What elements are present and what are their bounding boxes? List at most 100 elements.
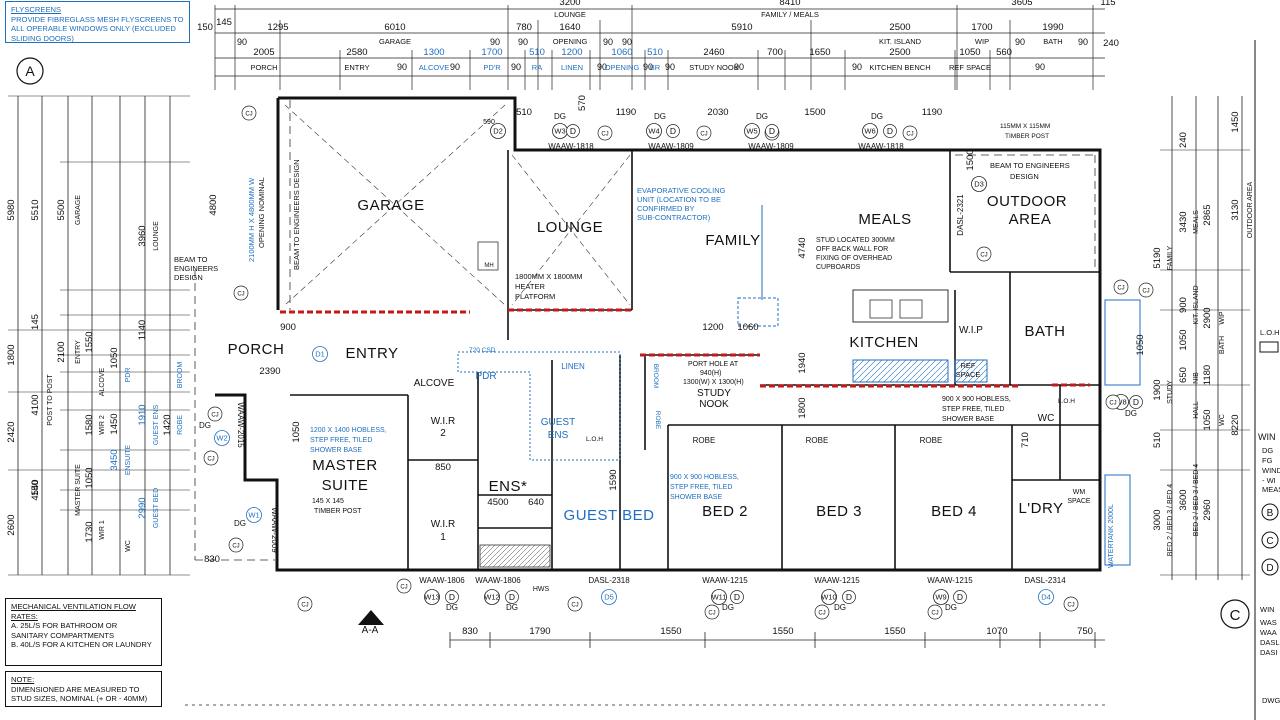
control-joint-circle: [696, 125, 712, 141]
stud-90-label: 90: [490, 37, 500, 47]
stud-90-label: 90: [397, 62, 407, 72]
room-nook: NOOK: [699, 399, 729, 410]
right-dimension-text: 1450 240 3430 2865 3130 5190 900 1050 29…: [1152, 111, 1241, 530]
left-label-master: MASTER SUITE: [75, 464, 82, 516]
top-dimension-text: 3200 8410 3605 145 1295 6010 780 1640 59…: [216, 0, 1064, 72]
tag-w4-circle: [646, 123, 662, 139]
door-type-circle: [505, 590, 519, 604]
door-type-circle: [445, 590, 459, 604]
left-label-wir2: WIR 2: [99, 415, 106, 435]
dim-label-br: BR: [650, 63, 661, 72]
tag-w9: W9: [935, 593, 946, 602]
control-joint-label: CJ: [301, 603, 308, 609]
glazing-dg-label: DG: [834, 603, 846, 612]
shower-bath-2: STEP FREE, TILED: [942, 406, 1004, 413]
room-wc: WC: [1038, 413, 1055, 424]
dim-830-left: 830: [204, 554, 220, 565]
stud-90-label: 90: [511, 62, 521, 72]
door-type-circle: [666, 124, 680, 138]
right-label-wc: WC: [1219, 414, 1226, 426]
window-dasl2314: DASL-2314: [1024, 576, 1066, 585]
dim-780: 780: [516, 22, 532, 33]
stud-90-label: 90: [852, 62, 862, 72]
dim-right-8220: 8220: [1230, 414, 1241, 435]
control-joint-label: CJ: [211, 413, 218, 419]
room-bed4: BED 4: [931, 503, 977, 520]
stud-90-label: 90: [665, 62, 675, 72]
dim-4800: 4800: [208, 194, 219, 215]
control-joint-circle: [1138, 282, 1154, 298]
dim-2580: 2580: [346, 47, 367, 58]
shower-master-1: 1200 X 1400 HOBLESS,: [310, 427, 387, 434]
dim-1800-left: 1800: [6, 344, 17, 365]
dim-1910: 1910: [137, 404, 148, 425]
left-dimension-labels: GARAGE LOUNGE POST TO POST ENTRY WIR 2 M…: [47, 195, 184, 552]
room-wip: W.I.P: [959, 325, 983, 336]
dim-510-b: 510: [647, 47, 663, 58]
tag-d1-circle: [312, 346, 328, 362]
dim-570: 570: [577, 95, 588, 111]
dim-bottom-1790: 1790: [529, 626, 550, 637]
control-joint-circle: [567, 596, 583, 612]
ventilation-b: B. 40L/S FOR A KITCHEN OR LAUNDRY: [11, 640, 152, 649]
dim-label-ref-space: REF SPACE: [949, 63, 991, 72]
dim-2500-b: 2500: [889, 47, 910, 58]
tag-w12: W12: [484, 593, 499, 602]
dim-right-3430: 3430: [1178, 211, 1189, 232]
right-label-study: STUDY: [1167, 380, 1174, 404]
dim-1200: 1200: [561, 47, 582, 58]
section-a-label: A: [25, 63, 35, 79]
door-type-label: D: [887, 126, 893, 136]
water-tank-note: WATERTANK 2000L: [1108, 504, 1115, 568]
dim-bottom-1550-a: 1550: [660, 626, 681, 637]
room-guest-ens-2: ENS: [548, 430, 569, 441]
manhole-label: MH: [484, 263, 493, 269]
left-label-alcove: ALCOVE: [99, 367, 106, 396]
shower-bath-3: SHOWER BASE: [942, 416, 994, 423]
dim-top-3605: 3605: [1011, 0, 1032, 8]
loh-note-bath: L.O.H: [1058, 398, 1075, 405]
window-waaw1818-b: WAAW-1818: [858, 142, 904, 151]
shower-guest-2: STEP FREE, TILED: [670, 484, 732, 491]
dim-right-2900: 2900: [1202, 307, 1213, 328]
control-joint-circle: [814, 604, 830, 620]
window-waaw1809-b: WAAW-1809: [748, 142, 794, 151]
dim-right-900: 900: [1178, 297, 1189, 313]
dim-label-study-nook: STUDY NOOK: [689, 63, 738, 72]
stud-90-label: 90: [603, 37, 613, 47]
dim-bottom-1550-c: 1550: [884, 626, 905, 637]
dim-4500: 1590: [608, 469, 619, 490]
window-waaw1806-a: WAAW-1806: [419, 576, 465, 585]
tag-w11-circle: [711, 589, 727, 605]
dim-label-pdr: PD'R: [483, 63, 501, 72]
ventilation-a: A. 25L/S FOR BATHROOM OR SANITARY COMPAR…: [11, 621, 118, 640]
shower-guest-3: SHOWER BASE: [670, 494, 722, 501]
room-bath: BATH: [1025, 323, 1066, 340]
room-alcove: ALCOVE: [414, 378, 455, 389]
control-joint-label: CJ: [601, 132, 608, 138]
dim-2990: 2990: [137, 497, 148, 518]
dim-bottom-1550-b: 1550: [772, 626, 793, 637]
dim-right-1050-b: 1050: [1202, 409, 1213, 430]
tag-w5: W5: [746, 127, 757, 136]
tag-d2-circle: [490, 123, 506, 139]
stud-90-label: 90: [643, 62, 653, 72]
room-master-1: MASTER: [312, 457, 378, 474]
heater-note-2: HEATER: [515, 282, 545, 291]
beam-note-left-2: ENGINEERS: [174, 264, 218, 273]
dim-label-kitchen-bench: KITCHEN BENCH: [869, 63, 930, 72]
room-laundry: L'DRY: [1018, 500, 1063, 517]
csd-note: 720 CSD: [469, 347, 496, 354]
right-label-wip: WIP: [1219, 311, 1226, 325]
dim-right-3130: 3130: [1230, 199, 1241, 220]
control-joint-label: CJ: [1142, 289, 1149, 295]
bottom-dimension-text: 830 1790 1550 1550 1550 1070 750: [462, 626, 1093, 637]
dim-4740: 4740: [797, 237, 808, 258]
left-label-wc: WC: [125, 540, 132, 552]
tag-w1: W1: [248, 511, 259, 520]
dim-1420: 1420: [162, 414, 173, 435]
dim-right-1900: 1900: [1152, 379, 1163, 400]
dim-right-650: 650: [1178, 367, 1189, 383]
dim-150: 150: [197, 22, 213, 33]
dim-5500: 5500: [56, 199, 67, 220]
